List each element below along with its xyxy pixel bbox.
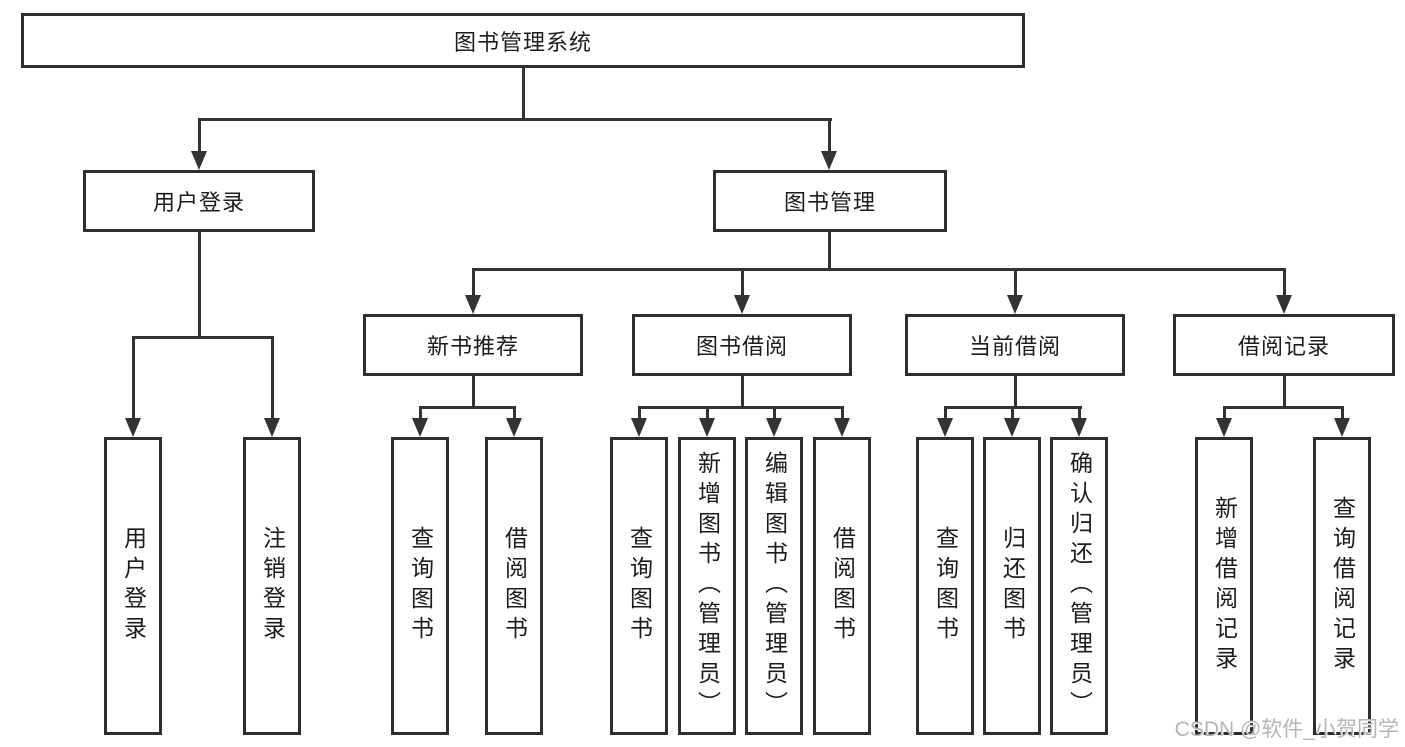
connector-line [741,376,744,409]
node-label: 借阅图书 [501,526,528,646]
connector-line [1014,268,1017,298]
connector-line [638,406,844,409]
connector-line [472,376,475,409]
node-label: 用户登录 [152,190,245,215]
connector-line [472,268,1285,271]
connector-line [419,406,516,409]
arrowhead-icon [937,418,953,437]
connector-line [522,68,525,120]
leaf-add-borrow-record: 新增借阅记录 [1195,437,1253,735]
node-label: 查询图书 [932,526,959,646]
node-user-login-group: 用户登录 [83,170,315,232]
node-label: 查询图书 [407,526,434,646]
arrowhead-icon [465,295,481,314]
connector-line [1011,406,1014,421]
node-current-borrowing: 当前借阅 [905,314,1125,376]
arrowhead-icon [821,151,837,170]
connector-line [741,268,744,298]
node-label: 新增图书（管理员） [694,451,721,721]
connector-line [773,406,776,421]
arrowhead-icon [1276,295,1292,314]
arrowhead-icon [766,418,782,437]
arrowhead-icon [264,418,280,437]
arrowhead-icon [1216,418,1232,437]
node-label: 用户登录 [120,526,147,646]
arrowhead-icon [631,418,647,437]
connector-line [513,406,516,421]
connector-line [1078,406,1081,421]
node-label: 新增借阅记录 [1211,496,1238,676]
leaf-query-books-1: 查询图书 [391,437,449,735]
connector-line [132,336,274,339]
node-label: 查询图书 [626,526,653,646]
node-label: 查询借阅记录 [1329,496,1356,676]
arrowhead-icon [191,151,207,170]
connector-line [706,406,709,421]
arrowhead-icon [1334,418,1350,437]
node-label: 图书管理 [783,190,876,215]
connector-line [1223,406,1343,409]
node-borrowing-records: 借阅记录 [1173,314,1395,376]
node-label: 新书推荐 [426,334,519,359]
leaf-borrow-books-1: 借阅图书 [485,437,543,735]
node-library-management-system: 图书管理系统 [21,13,1025,68]
node-label: 图书借阅 [695,334,788,359]
connector-line [1223,406,1226,421]
node-label: 确认归还（管理员） [1066,451,1093,721]
node-label: 借阅记录 [1237,334,1330,359]
connector-line [198,118,832,121]
connector-line [1014,376,1017,409]
csdn-watermark: CSDN @软件_小贺同学 [1174,718,1399,741]
connector-line [944,406,947,421]
connector-line [828,232,831,270]
connector-line [1283,268,1286,298]
node-label: 归还图书 [999,526,1026,646]
leaf-query-borrow-record: 查询借阅记录 [1313,437,1371,735]
connector-line [271,336,274,421]
node-label: 注销登录 [259,526,286,646]
arrowhead-icon [1007,295,1023,314]
arrowhead-icon [834,418,850,437]
node-label: 当前借阅 [968,334,1061,359]
node-new-book-recommendation: 新书推荐 [363,314,583,376]
arrowhead-icon [699,418,715,437]
leaf-confirm-return-admin: 确认归还（管理员） [1050,437,1108,735]
leaf-query-books-2: 查询图书 [610,437,668,735]
node-label: 编辑图书（管理员） [761,451,788,721]
connector-line [841,406,844,421]
connector-line [1341,406,1344,421]
arrowhead-icon [734,295,750,314]
leaf-user-login: 用户登录 [104,437,162,735]
arrowhead-icon [506,418,522,437]
node-book-borrowing: 图书借阅 [632,314,852,376]
connector-line [472,268,475,298]
connector-line [132,336,135,421]
node-label: 借阅图书 [829,526,856,646]
leaf-borrow-books-2: 借阅图书 [813,437,871,735]
leaf-add-books-admin: 新增图书（管理员） [678,437,736,735]
leaf-query-books-3: 查询图书 [916,437,974,735]
connector-line [198,118,201,154]
node-book-management: 图书管理 [713,170,947,232]
leaf-logout: 注销登录 [243,437,301,735]
arrowhead-icon [125,418,141,437]
node-label: 图书管理系统 [453,29,592,55]
connector-line [638,406,641,421]
connector-line [419,406,422,421]
arrowhead-icon [412,418,428,437]
connector-line [828,118,831,154]
connector-line [198,232,201,339]
leaf-edit-books-admin: 编辑图书（管理员） [745,437,803,735]
connector-line [1283,376,1286,409]
arrowhead-icon [1004,418,1020,437]
leaf-return-books: 归还图书 [983,437,1041,735]
arrowhead-icon [1071,418,1087,437]
